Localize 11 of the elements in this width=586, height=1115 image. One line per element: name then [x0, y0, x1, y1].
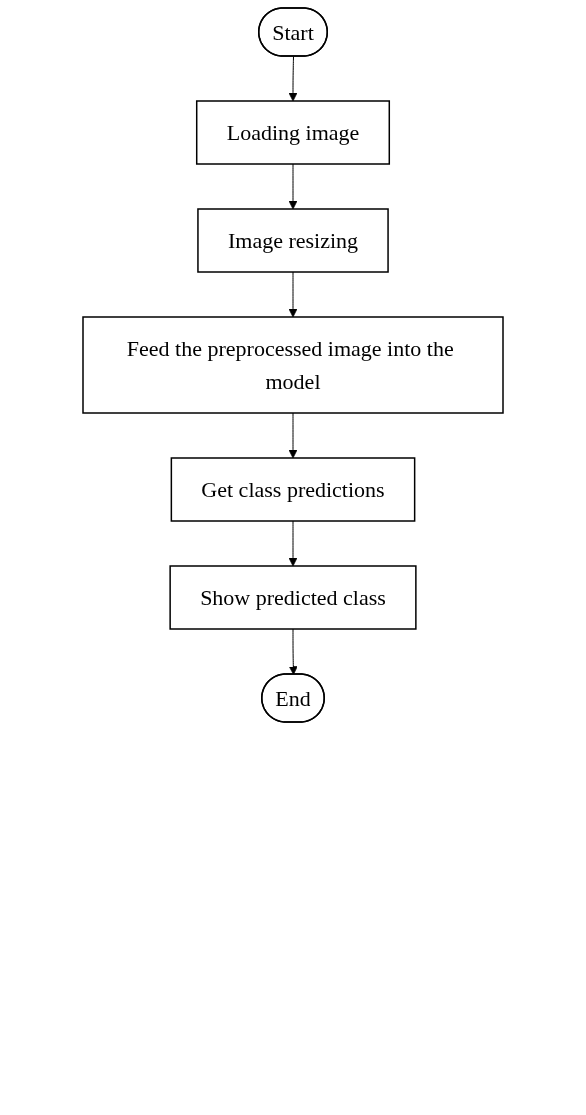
- arrow: [288, 163, 298, 210]
- node-box: Image resizing: [197, 208, 389, 273]
- arrow: [288, 412, 298, 459]
- node-box: Get class predictions: [170, 457, 416, 522]
- node-box: Loading image: [195, 100, 391, 165]
- node-box: Feed the preprocessed image into the model: [82, 316, 504, 414]
- node-box: Show predicted class: [169, 565, 417, 630]
- arrow: [288, 628, 298, 675]
- arrow: [288, 271, 298, 318]
- arrow: [288, 520, 298, 567]
- arrow: [288, 56, 298, 102]
